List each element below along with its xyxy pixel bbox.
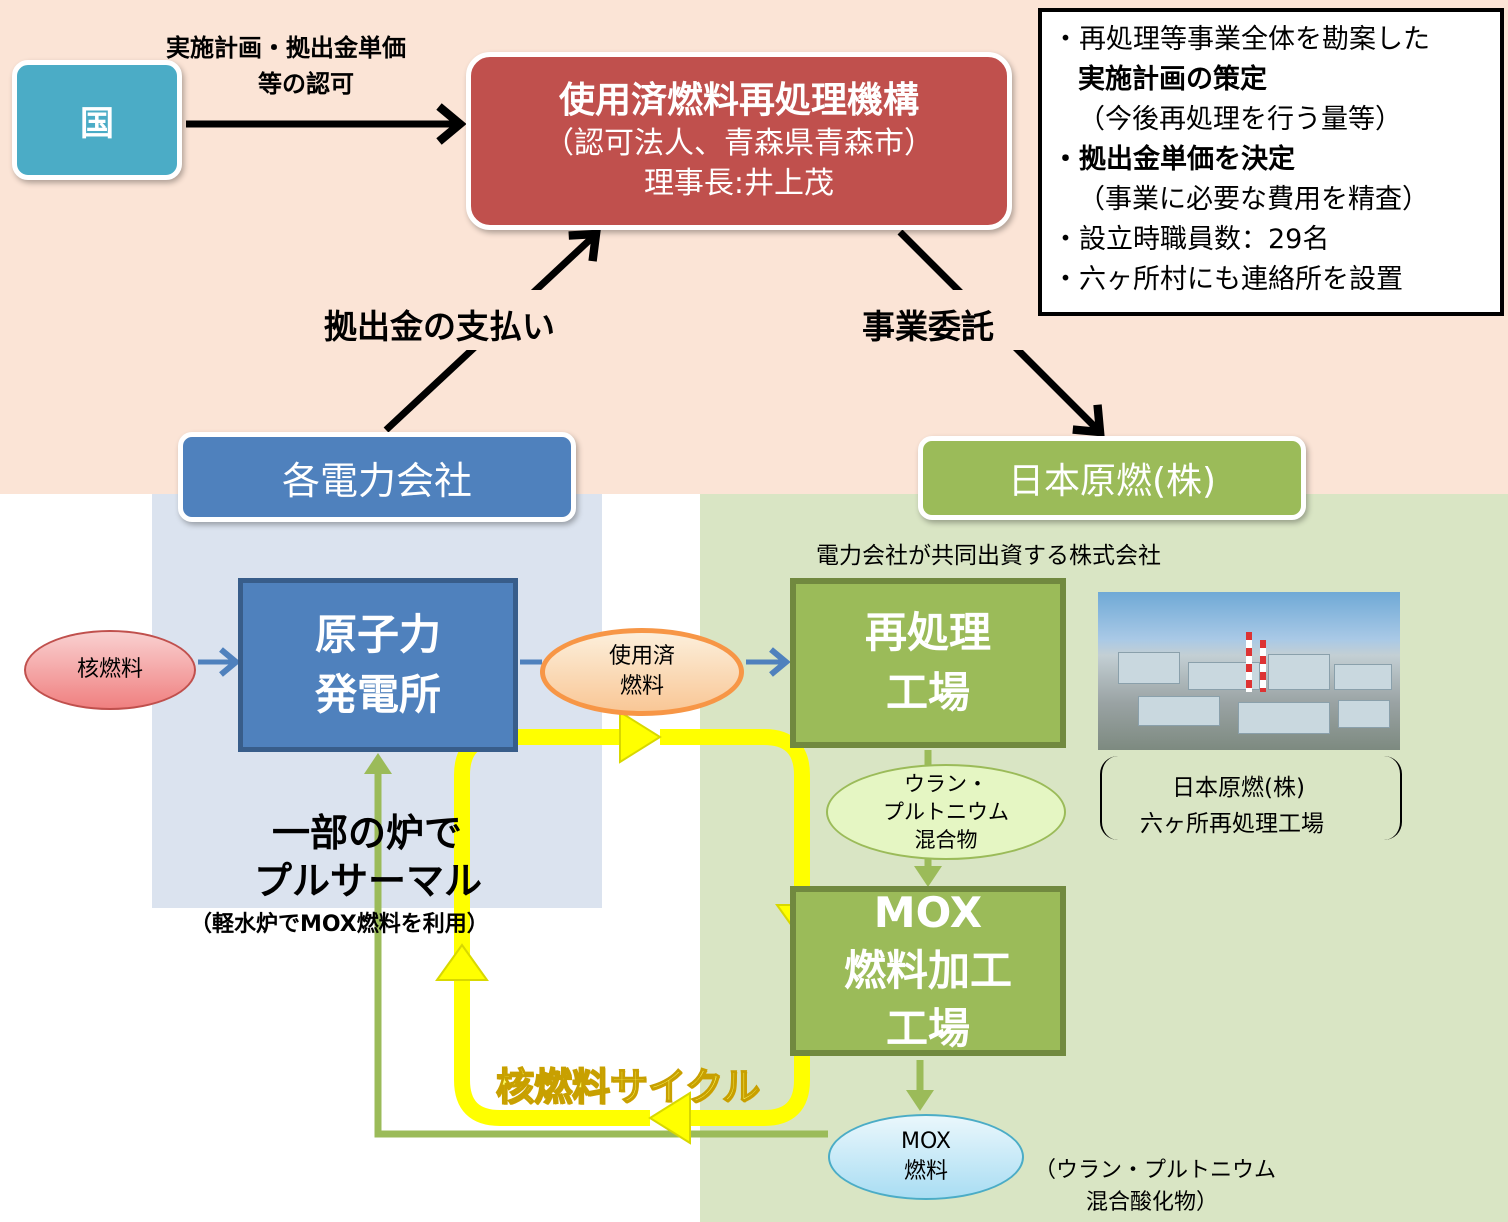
- pluthermal-line-3: （軽水炉でMOX燃料を利用）: [190, 912, 489, 937]
- cycle-arrowhead-bottom: [648, 1091, 691, 1145]
- organization-chair: 理事長:井上茂: [643, 166, 835, 201]
- pluthermal-line-2: プルサーマル: [254, 859, 483, 903]
- payment-label: 拠出金の支払い: [324, 307, 555, 346]
- duty-line-6: ・設立時職員数：29名: [1052, 224, 1330, 255]
- duty-line-3: （今後再処理を行う量等）: [1078, 104, 1402, 135]
- mox-fuel-ellipse: MOX 燃料: [828, 1114, 1024, 1200]
- mox-fabrication-plant-node: MOX 燃料加工 工場: [790, 886, 1066, 1056]
- cycle-arrowhead-top: [619, 710, 662, 764]
- duty-line-4: ・拠出金単価を決定: [1052, 144, 1295, 175]
- power-companies-node: 各電力会社: [178, 432, 576, 522]
- organization-name: 使用済燃料再処理機構: [558, 80, 919, 121]
- organization-duties-callout: ・再処理等事業全体を勘案した 実施計画の策定 （今後再処理を行う量等） ・拠出金…: [1038, 8, 1504, 316]
- payment-label-mask: [318, 290, 588, 350]
- nuclear-fuel-cycle-label: 核燃料サイクル: [495, 1064, 761, 1110]
- pluthermal-line-1: 一部の炉で: [272, 811, 463, 855]
- organization-type: （認可法人、青森県青森市）: [544, 126, 934, 161]
- consignment-label-mask: [858, 290, 1024, 350]
- approval-label-1: 実施計画・拠出金単価: [166, 34, 406, 62]
- duty-line-1: ・再処理等事業全体を勘案した: [1052, 24, 1430, 55]
- reprocessing-organization-node: 使用済燃料再処理機構 （認可法人、青森県青森市） 理事長:井上茂: [466, 52, 1012, 230]
- country-node: 国: [12, 60, 182, 180]
- approval-label-2: 等の認可: [258, 70, 354, 98]
- jnfl-description: 電力会社が共同出資する株式会社: [816, 543, 1161, 569]
- duty-line-5: （事業に必要な費用を精査）: [1078, 184, 1429, 215]
- reprocessing-plant-node: 再処理 工場: [790, 578, 1066, 748]
- jnfl-node: 日本原燃(株): [918, 436, 1306, 520]
- rokkasho-plant-photo: [1098, 592, 1400, 750]
- photo-caption-line-2: 六ヶ所再処理工場: [1140, 811, 1324, 837]
- duty-line-7: ・六ヶ所村にも連絡所を設置: [1052, 264, 1403, 295]
- spent-fuel-ellipse: 使用済 燃料: [540, 628, 744, 716]
- nuclear-power-plant-node: 原子力 発電所: [238, 578, 518, 752]
- consignment-label: 事業委託: [862, 307, 994, 346]
- duty-line-2: 実施計画の策定: [1078, 64, 1267, 95]
- nuclear-fuel-ellipse: 核燃料: [24, 630, 196, 710]
- mox-note-1: （ウラン・プルトニウム: [1034, 1158, 1277, 1183]
- photo-caption-line-1: 日本原燃(株): [1172, 775, 1305, 801]
- mox-note-2: 混合酸化物）: [1086, 1190, 1219, 1215]
- photo-caption-bracket: [1100, 756, 1402, 840]
- uranium-plutonium-mixture-ellipse: ウラン・ プルトニウム 混合物: [826, 764, 1066, 860]
- cycle-arrowhead-left: [435, 943, 489, 981]
